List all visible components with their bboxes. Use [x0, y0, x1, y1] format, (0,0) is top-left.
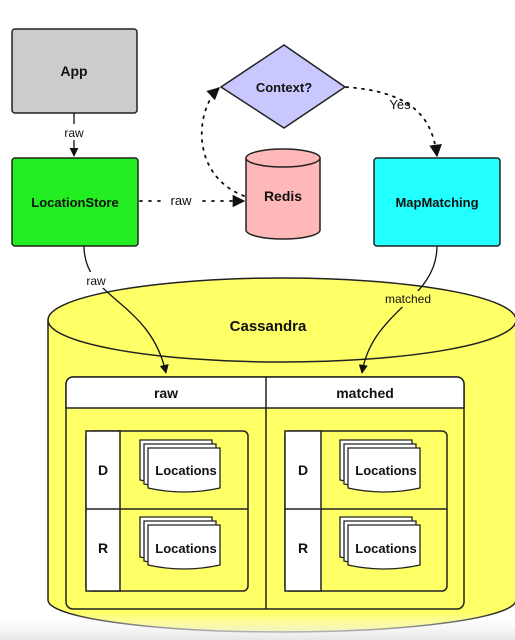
edge-redis-to-context — [200, 87, 245, 197]
edge-matching-to-cassandra: matched — [358, 245, 438, 374]
edge-context-to-matching: Yes — [345, 86, 442, 158]
matched-table: D R Locations Locations — [284, 430, 448, 592]
edge-app-to-store: raw — [58, 113, 90, 157]
edge-context-yes-label: Yes — [389, 97, 411, 112]
raw-table: D R Locations Locations — [85, 430, 249, 592]
raw-d-doc-label: Locations — [155, 463, 216, 478]
edge-store-to-redis: raw — [139, 191, 246, 209]
context-label: Context? — [256, 80, 312, 95]
location-store-node: LocationStore — [11, 157, 139, 247]
bottom-fade — [0, 612, 515, 640]
table-header-matched: matched — [336, 385, 394, 401]
edge-store-redis-label: raw — [171, 193, 193, 208]
app-node: App — [11, 28, 138, 114]
map-matching-label: MapMatching — [395, 195, 478, 210]
matched-r-locations-doc: Locations — [339, 516, 421, 570]
matched-key-column — [284, 430, 322, 592]
location-store-label: LocationStore — [31, 195, 118, 210]
matched-row-key-r: R — [298, 540, 308, 556]
edge-store-cassandra-label: raw — [86, 274, 106, 288]
map-matching-node: MapMatching — [373, 157, 501, 247]
edge-app-store-label: raw — [64, 126, 84, 140]
raw-r-doc-label: Locations — [155, 541, 216, 556]
raw-row-key-r: R — [98, 540, 108, 556]
app-label: App — [60, 63, 87, 79]
cassandra-label: Cassandra — [230, 318, 307, 335]
matched-d-locations-doc: Locations — [339, 439, 421, 493]
redis-node: Redis — [245, 148, 321, 240]
matched-row-key-d: D — [298, 462, 308, 478]
tables-header-bar — [65, 376, 465, 409]
raw-r-locations-doc: Locations — [139, 516, 221, 570]
edge-matching-cassandra-label: matched — [385, 292, 431, 306]
edge-store-to-cassandra: raw — [80, 245, 169, 374]
context-decision-node: Context? — [219, 44, 347, 129]
redis-label: Redis — [264, 188, 302, 204]
matched-r-doc-label: Locations — [355, 541, 416, 556]
raw-row-key-d: D — [98, 462, 108, 478]
raw-d-locations-doc: Locations — [139, 439, 221, 493]
table-header-raw: raw — [154, 385, 178, 401]
matched-d-doc-label: Locations — [355, 463, 416, 478]
raw-key-column — [85, 430, 121, 592]
